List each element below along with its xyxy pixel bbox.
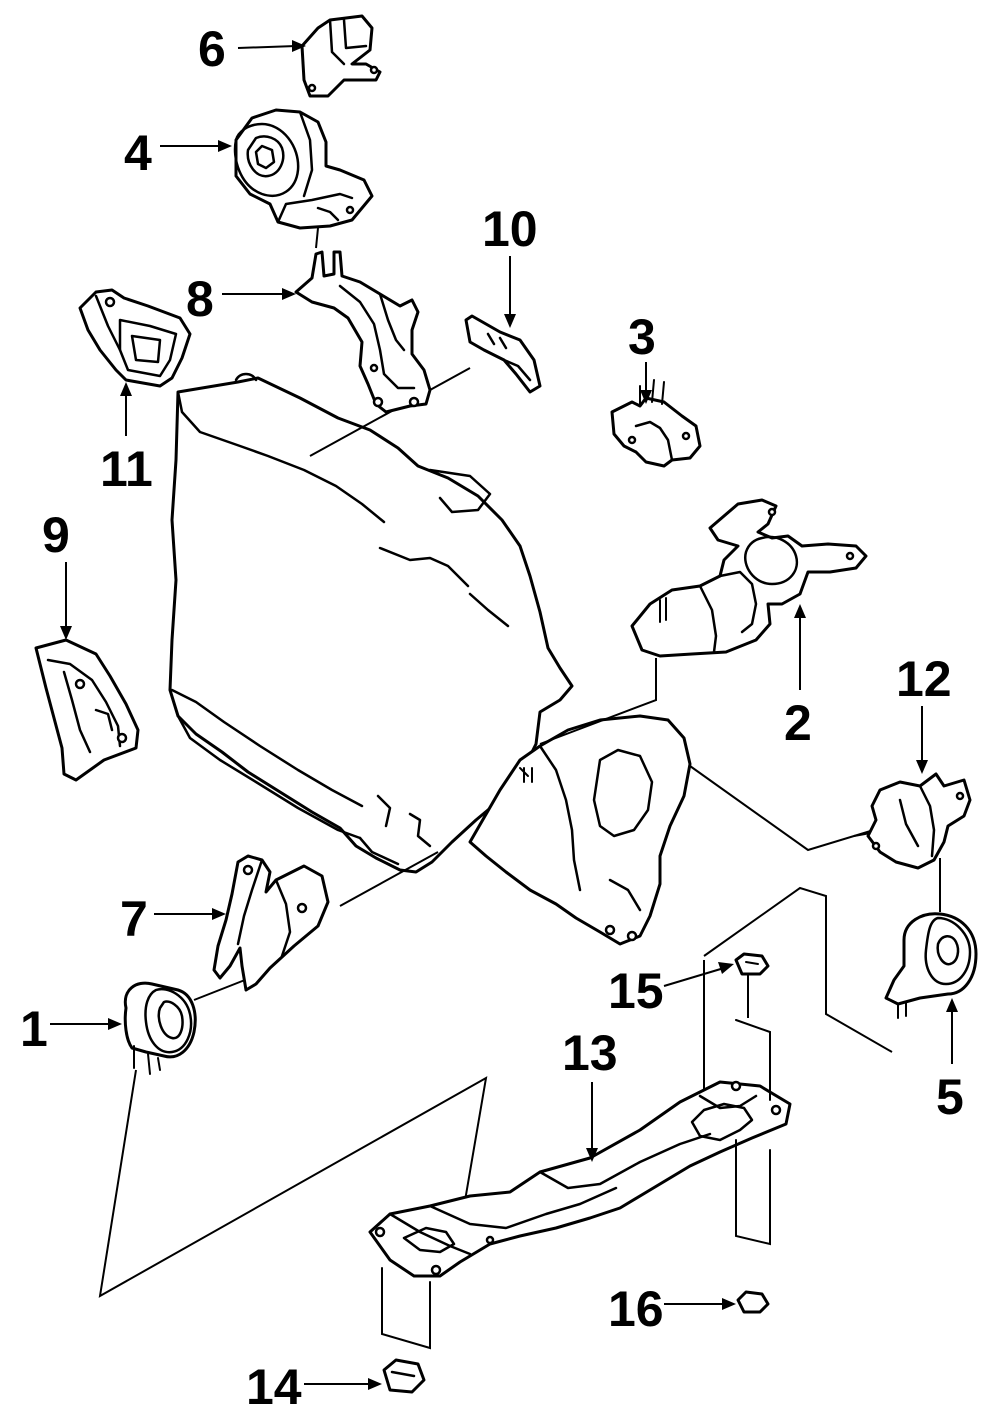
mount-bracket-right xyxy=(610,379,702,468)
callout-label-1: 1 xyxy=(20,1001,48,1057)
callout-9: 9 xyxy=(42,507,72,640)
callout-7: 7 xyxy=(120,891,226,947)
callout-3: 3 xyxy=(628,309,656,404)
callout-label-5: 5 xyxy=(936,1069,964,1125)
callout-label-12: 12 xyxy=(896,651,952,707)
engine-mount-front-left xyxy=(123,981,197,1075)
engine-mount-right xyxy=(630,498,868,658)
callout-2: 2 xyxy=(784,604,812,751)
callout-label-16: 16 xyxy=(608,1281,664,1337)
callout-14: 14 xyxy=(246,1359,382,1414)
callout-label-8: 8 xyxy=(186,271,214,327)
upper-mount-bracket xyxy=(300,14,382,98)
assembly-lines xyxy=(98,73,941,1298)
callout-label-13: 13 xyxy=(562,1025,618,1081)
upper-left-bracket xyxy=(78,288,192,388)
callout-label-15: 15 xyxy=(608,963,664,1019)
crossmember-bolt xyxy=(382,1358,426,1394)
engine-block xyxy=(168,372,692,946)
crossmember xyxy=(368,1080,792,1278)
crossmember-bolt-upper xyxy=(734,952,770,976)
transmission-mount-rear xyxy=(884,912,978,1019)
callout-label-4: 4 xyxy=(124,125,152,181)
callout-1: 1 xyxy=(20,1001,122,1057)
callout-13: 13 xyxy=(562,1025,618,1162)
callout-label-11: 11 xyxy=(100,441,153,497)
callout-5: 5 xyxy=(936,998,964,1125)
callout-label-7: 7 xyxy=(120,891,148,947)
callout-11: 11 xyxy=(100,382,153,497)
bolt-guides xyxy=(381,1019,771,1350)
callout-16: 16 xyxy=(608,1281,736,1337)
callout-6: 6 xyxy=(198,21,306,77)
callout-15: 15 xyxy=(608,962,734,1019)
left-side-bracket xyxy=(34,638,140,782)
callout-label-10: 10 xyxy=(482,201,538,257)
callout-label-2: 2 xyxy=(784,695,812,751)
callout-label-6: 6 xyxy=(198,21,226,77)
small-support-bracket xyxy=(464,314,542,394)
callout-4: 4 xyxy=(124,125,232,181)
callout-label-9: 9 xyxy=(42,507,70,563)
front-engine-bracket xyxy=(212,854,330,992)
callout-label-14: 14 xyxy=(246,1359,302,1414)
callout-12: 12 xyxy=(896,651,952,774)
crossmember-nut xyxy=(736,1290,770,1314)
callout-label-3: 3 xyxy=(628,309,656,365)
transmission-bracket xyxy=(866,772,972,870)
callout-10: 10 xyxy=(482,201,538,328)
callout-8: 8 xyxy=(186,271,296,327)
engine-side-bracket xyxy=(294,250,432,414)
upper-torque-mount xyxy=(233,108,374,230)
